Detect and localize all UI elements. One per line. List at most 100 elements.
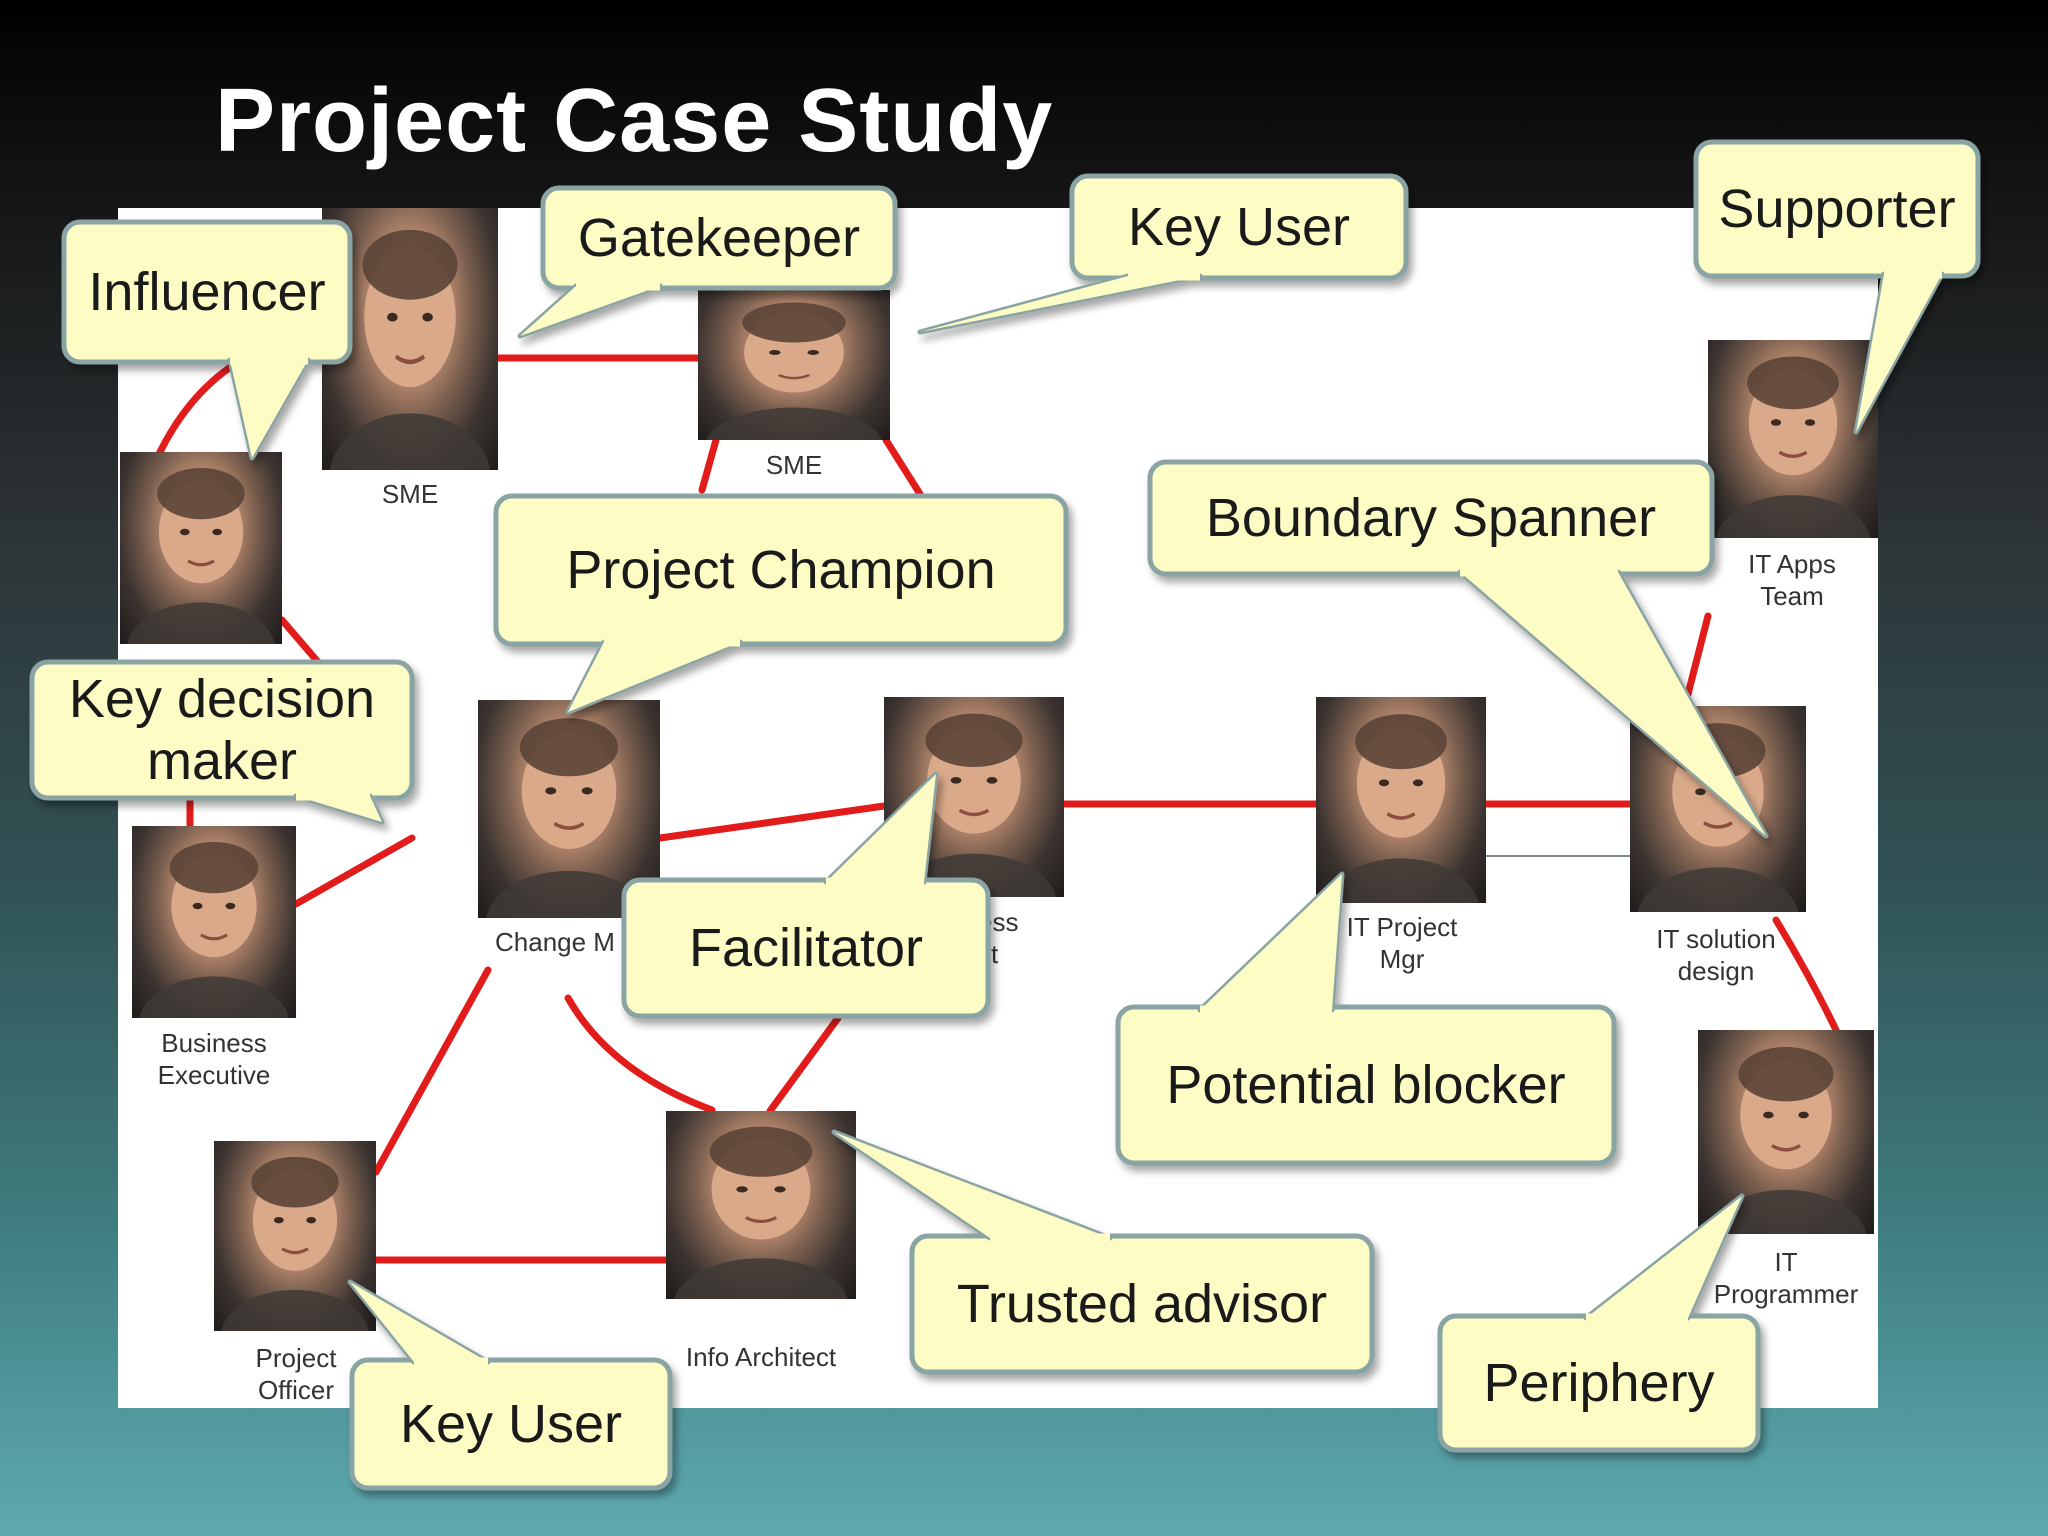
person-caption-line: Change M [495, 927, 615, 957]
person-photo-sme-center [698, 290, 890, 440]
person-caption-sme-center: SME [684, 449, 904, 481]
person-photo-info-architect [666, 1111, 856, 1299]
person-caption-line: Executive [157, 1060, 271, 1090]
link-change-manager-to-analyst [656, 802, 888, 842]
person-caption-info-architect: Info Architect [651, 1341, 871, 1373]
callout-label-line: Facilitator [688, 918, 924, 978]
person-portrait-sme-left [329, 229, 491, 470]
callout-pointer-fill [826, 774, 936, 882]
person-photo-unnamed-child-photo [120, 452, 282, 644]
callout-pointer-fill [1460, 572, 1766, 836]
callout-label-line: Key decision [68, 669, 376, 729]
callout-pointer-fill [834, 1132, 1110, 1238]
person-photo-it-programmer [1698, 1030, 1874, 1234]
callout-label-line: Project Champion [566, 540, 996, 600]
person-portrait-it-apps-team [1715, 356, 1871, 538]
callout-label-line: Trusted advisor [956, 1274, 1328, 1334]
person-portrait-business-analyst [891, 713, 1057, 897]
link-change-manager-to-info-architect [564, 994, 716, 1114]
callout-boundary-spanner [1147, 459, 1769, 839]
callout-box [349, 1357, 673, 1491]
person-photo-it-apps-team [1708, 340, 1878, 538]
callout-pointer-fill [296, 796, 382, 822]
person-caption-sme-left: SME [300, 478, 520, 510]
person-caption-line: IT Project [1346, 912, 1458, 942]
person-caption-line: IT [1774, 1247, 1798, 1277]
person-photo-business-executive [132, 826, 296, 1018]
callout-box [61, 219, 353, 365]
link-solution-design-to-it-apps [1684, 612, 1712, 698]
person-portrait-unnamed-child-photo [127, 468, 275, 644]
callout-label-line: Supporter [1718, 179, 1956, 239]
person-portrait-it-project-mgr [1323, 714, 1479, 903]
callout-potential-blocker [1115, 871, 1617, 1166]
person-portrait-it-programmer [1705, 1047, 1867, 1234]
callout-box [540, 185, 898, 291]
callout-label-line: Key User [399, 1394, 623, 1454]
callout-periphery [1437, 1193, 1761, 1453]
callout-label-gatekeeper: Gatekeeper [543, 188, 895, 288]
link-sme-center-to-champion-left [698, 436, 720, 494]
person-caption-line: Programmer [1713, 1279, 1859, 1309]
callout-pointer-fill [230, 360, 308, 458]
person-photo-project-officer [214, 1141, 376, 1331]
callout-pointer-fill [520, 286, 660, 336]
callout-label-line: Periphery [1483, 1353, 1715, 1413]
callout-label-potential-blocker: Potential blocker [1118, 1007, 1614, 1163]
callout-label-project-champion: Project Champion [496, 496, 1066, 644]
person-photo-change-manager [478, 700, 660, 918]
callout-label-supporter: Supporter [1696, 142, 1978, 276]
callout-key-decision-maker [29, 659, 415, 825]
person-caption-line: SME [381, 479, 439, 509]
callout-box [1147, 459, 1715, 577]
callout-box [909, 1233, 1375, 1375]
callout-trusted-advisor [831, 1129, 1375, 1375]
person-caption-line: SME [765, 450, 823, 480]
person-caption-change-manager: Change M [495, 926, 715, 958]
callout-box [493, 493, 1069, 647]
callout-pointer-fill [1856, 274, 1942, 432]
callout-label-key-user-top: Key User [1072, 176, 1406, 278]
callout-label-line: Gatekeeper [577, 208, 861, 268]
callout-label-line: Boundary Spanner [1205, 488, 1657, 548]
callout-pointer-fill [920, 276, 1200, 332]
callout-label-boundary-spanner: Boundary Spanner [1150, 462, 1712, 574]
person-caption-line: design [1677, 956, 1755, 986]
person-caption-line: Project [255, 1343, 337, 1373]
callout-label-line: Influencer [88, 262, 326, 322]
callout-box [1069, 173, 1409, 281]
person-caption-line: Officer [257, 1375, 335, 1405]
callout-project-champion [493, 493, 1069, 715]
person-portrait-change-manager [486, 718, 652, 918]
person-caption-line: Business [161, 1028, 267, 1058]
callout-pointer-fill [1586, 1196, 1742, 1318]
person-portrait-sme-center [706, 302, 882, 440]
person-caption-line: Team [1760, 581, 1824, 611]
callout-pointer-fill [568, 642, 740, 712]
callout-box [1115, 1004, 1617, 1166]
person-caption-line: Mgr [1379, 944, 1425, 974]
callout-label-line: Key User [1127, 197, 1351, 257]
person-caption-line: IT Apps [1748, 549, 1836, 579]
callout-label-line: Potential blocker [1166, 1055, 1566, 1115]
person-caption-line: IT solution [1656, 924, 1776, 954]
person-photo-it-project-mgr [1316, 697, 1486, 903]
link-change-manager-to-project-officer [372, 966, 492, 1176]
link-sme-left-to-child-photo [156, 362, 236, 456]
callout-label-key-user-bottom: Key User [352, 1360, 670, 1488]
callout-label-influencer: Influencer [64, 222, 350, 362]
callout-box [1693, 139, 1981, 279]
callout-box [621, 877, 991, 1019]
callout-gatekeeper [517, 185, 898, 339]
callout-influencer [61, 219, 353, 461]
callout-label-periphery: Periphery [1440, 1316, 1758, 1450]
callout-label-line: maker [146, 731, 298, 791]
